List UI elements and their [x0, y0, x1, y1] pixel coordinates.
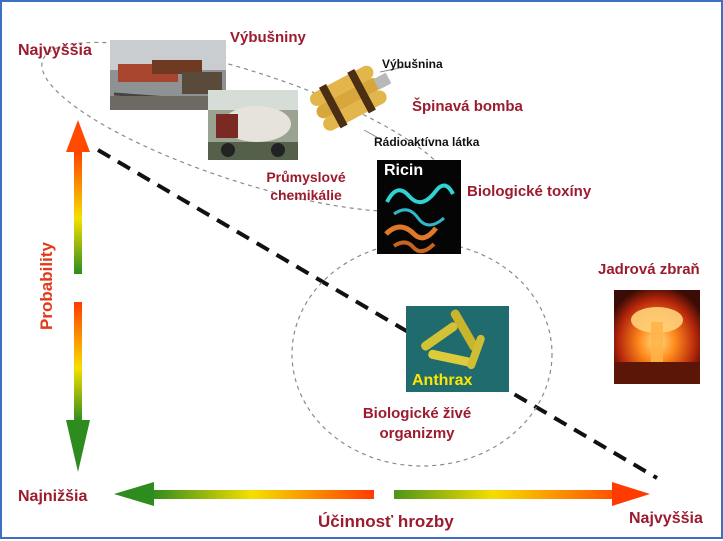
dynamite-bundle-icon	[310, 65, 411, 141]
radioactive-label: Rádioaktívna látka	[374, 135, 480, 149]
probability-axis-title: Probability	[37, 242, 56, 330]
train-wreck-photo	[110, 40, 226, 110]
ricin-molecule-image	[377, 160, 461, 254]
tanker-truck-photo	[208, 90, 298, 160]
probability-low-label: Najnižšia	[18, 488, 88, 505]
threat-high-label: Najvyššia	[629, 510, 703, 527]
risk-dashed-line	[96, 148, 659, 480]
anthrax-tag: Anthrax	[412, 372, 473, 389]
mushroom-cloud-image	[614, 290, 700, 384]
ricin-tag: Ricin	[384, 162, 424, 179]
organisms-label: Biologické živé organizmy	[362, 405, 472, 442]
threat-axis-arrow	[114, 482, 650, 506]
probability-high-label: Najvyššia	[18, 42, 92, 59]
probability-axis-arrow	[66, 120, 90, 472]
explosive-label: Výbušnina	[382, 57, 443, 71]
anthrax-bacteria-image	[406, 306, 509, 392]
nuclear-label: Jadrová zbraň	[598, 261, 700, 278]
toxins-label: Biologické toxíny	[467, 183, 592, 200]
threat-axis-title: Účinnosť hrozby	[318, 512, 454, 531]
explosives-label: Výbušniny	[230, 29, 306, 46]
chemicals-label: Průmyslové chemikálie	[266, 169, 346, 203]
dirty-bomb-label: Špinavá bomba	[412, 98, 523, 115]
